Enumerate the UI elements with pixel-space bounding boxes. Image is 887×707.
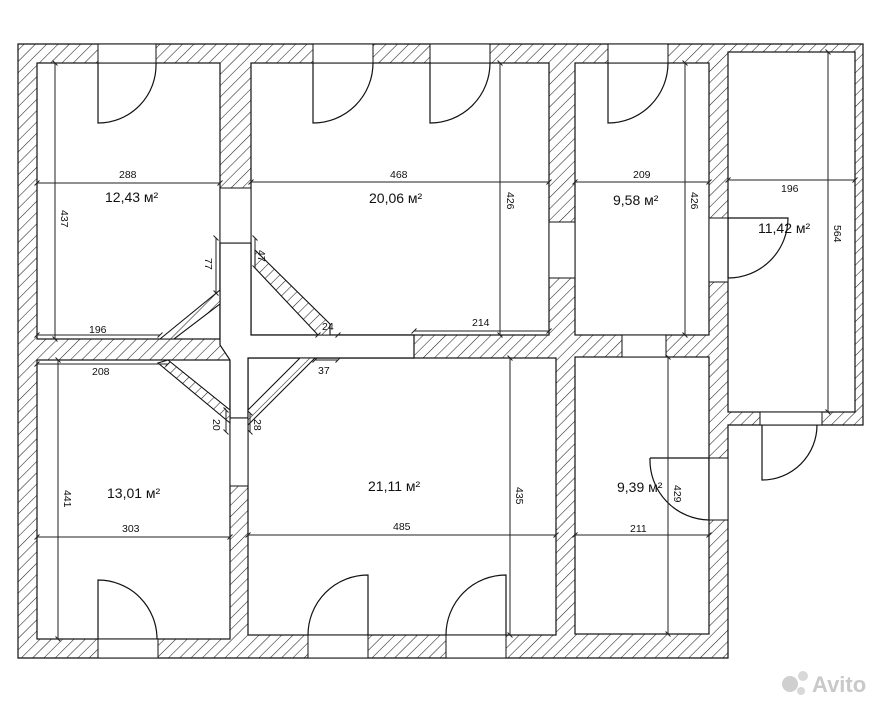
opening-7 xyxy=(759,411,823,426)
opening-1 xyxy=(219,187,252,244)
room-2-extra: 214 xyxy=(472,317,490,329)
room-5-height: 441 xyxy=(61,490,73,508)
room-4-floor xyxy=(727,51,856,413)
room-3-width: 209 xyxy=(633,169,651,181)
hall-dim-28: 28 xyxy=(251,419,263,431)
hall-dim-77: 77 xyxy=(202,258,214,270)
diag-wall-1 xyxy=(158,288,221,340)
opening-3 xyxy=(708,217,729,283)
room-6-width: 485 xyxy=(393,521,411,533)
window-top-2 xyxy=(312,43,374,64)
opening-2 xyxy=(548,221,576,279)
window-bottom-1 xyxy=(97,638,159,659)
hall-dim-20: 20 xyxy=(210,419,222,431)
room-7-height: 429 xyxy=(671,485,683,503)
room-7-width: 211 xyxy=(630,523,647,535)
room-2-width: 468 xyxy=(390,169,408,181)
window-top-3 xyxy=(429,43,491,64)
window-top-1 xyxy=(97,43,157,64)
window-bottom-2 xyxy=(307,634,369,659)
window-bottom-3 xyxy=(445,634,507,659)
room-5-width: 303 xyxy=(122,523,140,535)
room-5-area: 13,01 м² xyxy=(107,485,161,501)
room-1-width: 288 xyxy=(119,169,137,181)
room-5-extra: 208 xyxy=(92,366,110,378)
room-4-height: 564 xyxy=(831,225,843,243)
hall-dim-47: 47 xyxy=(255,250,267,262)
corridor-floor xyxy=(219,242,415,419)
window-top-4 xyxy=(607,43,669,64)
room-2-height: 426 xyxy=(504,192,516,210)
avito-logo-icon xyxy=(782,676,798,692)
room-6-area: 21,11 м² xyxy=(368,478,421,494)
room-6-floor xyxy=(247,357,557,636)
room-6-height: 435 xyxy=(513,487,525,505)
room-4-area: 11,42 м² xyxy=(758,220,811,236)
room-1-area: 12,43 м² xyxy=(105,189,159,205)
opening-4 xyxy=(621,334,667,358)
room-7-floor xyxy=(574,356,710,635)
opening-5 xyxy=(708,457,729,521)
room-4-width: 196 xyxy=(781,183,799,195)
hall-dim-24: 24 xyxy=(322,321,334,333)
room-1-floor xyxy=(36,62,221,340)
room-2-area: 20,06 м² xyxy=(369,190,423,206)
room-1-height: 437 xyxy=(58,210,70,228)
avito-watermark: Avito xyxy=(782,671,866,697)
room-3-height: 426 xyxy=(688,192,700,210)
room-3-area: 9,58 м² xyxy=(613,192,659,208)
door-swings xyxy=(97,62,818,640)
hall-dim-37: 37 xyxy=(318,365,330,377)
avito-wordmark: Avito xyxy=(812,672,866,697)
opening-6 xyxy=(229,417,249,487)
room-7-area: 9,39 м² xyxy=(617,479,663,495)
room-1-extra: 196 xyxy=(89,324,107,336)
dimension-lines xyxy=(34,49,858,642)
